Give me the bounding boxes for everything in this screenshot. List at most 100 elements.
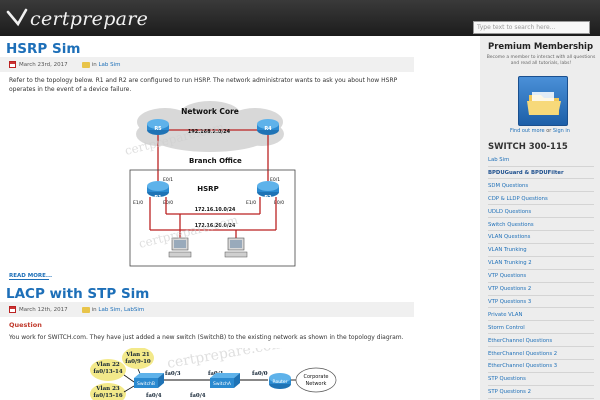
sidebar-item[interactable]: Switch Questions xyxy=(488,221,534,228)
sidebar-item[interactable]: UDLD Questions xyxy=(488,208,532,215)
sidebar-divider xyxy=(488,384,594,386)
sidebar-divider xyxy=(488,217,594,219)
corporate-network-cloud xyxy=(295,367,337,393)
branch-office-label: Branch Office xyxy=(189,157,242,165)
sidebar-divider xyxy=(488,320,594,322)
r2-e10-label: E1/0 xyxy=(246,200,256,206)
sidebar-item[interactable]: STP Questions xyxy=(488,376,526,383)
corporate-label: Corporate xyxy=(304,374,329,380)
find-out-more-link[interactable]: Find out more xyxy=(510,128,545,134)
fa04-label-left: fa0/4 xyxy=(146,393,162,399)
r5-label: R5 xyxy=(154,126,162,132)
premium-subtitle-2: and read all tutorials, labs! xyxy=(510,61,572,66)
sidebar-divider xyxy=(488,230,594,231)
router-r4-icon xyxy=(257,119,279,135)
calendar-icon xyxy=(9,61,16,68)
fa00-label: fa0/0 xyxy=(252,371,268,377)
sidebar-item[interactable]: VLAN Trunking 2 xyxy=(488,260,532,267)
calendar-icon xyxy=(9,306,16,313)
sidebar-divider xyxy=(488,178,594,180)
network-label: Network xyxy=(306,381,327,387)
post-title-hsrp[interactable]: HSRP Sim xyxy=(6,41,81,57)
sidebar-item[interactable]: EtherChannel Questions xyxy=(488,337,553,344)
post-title-lacp[interactable]: LACP with STP Sim xyxy=(6,286,150,302)
post-date: March 23rd, 2017 xyxy=(19,61,68,68)
question-heading: Question xyxy=(9,321,42,329)
post-meta: March 23rd, 2017 in Lab Sim xyxy=(0,57,414,72)
fa-13-14-label: fa0/13-14 xyxy=(93,369,123,375)
sidebar-item[interactable]: VLAN Questions xyxy=(488,234,531,241)
search-input[interactable]: Type text to search here... xyxy=(473,21,590,34)
switch-a-label: SwitchA xyxy=(213,381,232,387)
sign-in-link[interactable]: Sign in xyxy=(552,128,570,134)
r1-e00-label: E0/0 xyxy=(163,200,173,206)
sidebar-item[interactable]: BPDUGuard & BPDUFilter xyxy=(488,169,564,176)
sidebar-divider xyxy=(488,359,594,360)
switch-b-label: SwitchB xyxy=(137,381,155,387)
sidebar-item[interactable]: VTP Questions 2 xyxy=(488,286,532,292)
sidebar-divider xyxy=(488,371,594,373)
vlan21-label: Vlan 21 xyxy=(125,352,150,358)
hsrp-label: HSRP xyxy=(197,185,218,193)
r1-e10-label: E1/0 xyxy=(133,200,143,206)
logo-text: certprepare xyxy=(30,8,149,30)
vlan-cloud xyxy=(90,383,126,400)
switch-b-icon xyxy=(134,373,164,388)
folder-icon xyxy=(81,306,90,313)
lacp-topology-diagram: certprepare.com Vlan 22 fa0/13-14 Vlan 2… xyxy=(90,348,337,400)
sidebar-item[interactable]: SDM Questions xyxy=(488,182,529,189)
membership-links: Find out more or Sign in xyxy=(480,128,600,134)
fa04-label-right: fa0/4 xyxy=(190,393,206,399)
sidebar-item[interactable]: STP Questions 2 xyxy=(488,389,531,396)
r4-label: R4 xyxy=(264,126,272,132)
pc-icon xyxy=(168,237,192,258)
sidebar-divider xyxy=(488,294,594,296)
sidebar-divider xyxy=(488,165,594,167)
vlan-cloud xyxy=(90,359,126,381)
sidebar-divider xyxy=(488,281,594,283)
r2-e00-label: E0/0 xyxy=(274,200,284,206)
vlan22-label: Vlan 22 xyxy=(95,362,120,368)
branch-office-box xyxy=(129,169,296,267)
sidebar-item[interactable]: VTP Questions 3 xyxy=(488,298,532,305)
post-date: March 12th, 2017 xyxy=(19,306,68,313)
site-header: certprepare Type text to search here... xyxy=(0,0,600,36)
sidebar-divider xyxy=(488,191,594,193)
pc-icon xyxy=(224,237,248,258)
hsrp-topology-diagram: Network Core 192.168.2.0/24 R5 R4 Branch… xyxy=(123,101,296,267)
sidebar-item[interactable]: Private VLAN xyxy=(488,311,523,318)
sidebar-divider xyxy=(488,346,594,348)
router-r2-icon xyxy=(257,181,279,197)
router-label: Router xyxy=(273,379,288,385)
sidebar-item[interactable]: Lab Sim xyxy=(488,157,510,163)
switch-section-title: SWITCH 300-115 xyxy=(488,142,568,152)
sidebar: Premium Membership Become a member to in… xyxy=(480,36,600,400)
site-logo[interactable]: certprepare xyxy=(6,6,148,32)
post-meta: March 12th, 2017 in Lab Sim, LabSim xyxy=(0,302,414,317)
switch-a-icon xyxy=(210,373,240,388)
post-category-link[interactable]: Lab Sim, LabSim xyxy=(98,306,145,313)
router-r5-icon xyxy=(147,119,169,135)
read-more-underline xyxy=(9,279,49,280)
or-text: or xyxy=(546,128,552,134)
post-excerpt: Refer to the topology below. R1 and R2 a… xyxy=(9,77,398,93)
membership-folder-icon[interactable] xyxy=(518,76,568,126)
router-icon xyxy=(269,373,291,389)
lan-10-label: 172.16.10.0/24 xyxy=(195,207,236,213)
sidebar-divider xyxy=(488,255,594,257)
sidebar-item[interactable]: EtherChannel Questions 2 xyxy=(488,350,558,357)
fa03-label: fa0/3 xyxy=(165,371,181,377)
watermark-text: certprepare.com xyxy=(166,348,286,372)
sidebar-divider xyxy=(488,333,594,335)
sidebar-item[interactable]: EtherChannel Questions 3 xyxy=(488,363,558,370)
post-category-link[interactable]: Lab Sim xyxy=(98,61,121,68)
read-more-link[interactable]: READ MORE... xyxy=(9,273,53,279)
sidebar-item[interactable]: Storm Control xyxy=(488,324,525,331)
r2-e01-label: E0/1 xyxy=(270,177,280,183)
lan-20-label: 172.16.20.0/24 xyxy=(195,223,236,229)
fa-9-10-label: fa0/9-10 xyxy=(125,359,151,365)
sidebar-item[interactable]: VTP Questions xyxy=(488,273,527,280)
sidebar-item[interactable]: CDP & LLDP Questions xyxy=(488,195,548,202)
vlan-cloud xyxy=(122,348,154,369)
sidebar-item[interactable]: VLAN Trunking xyxy=(488,247,527,254)
